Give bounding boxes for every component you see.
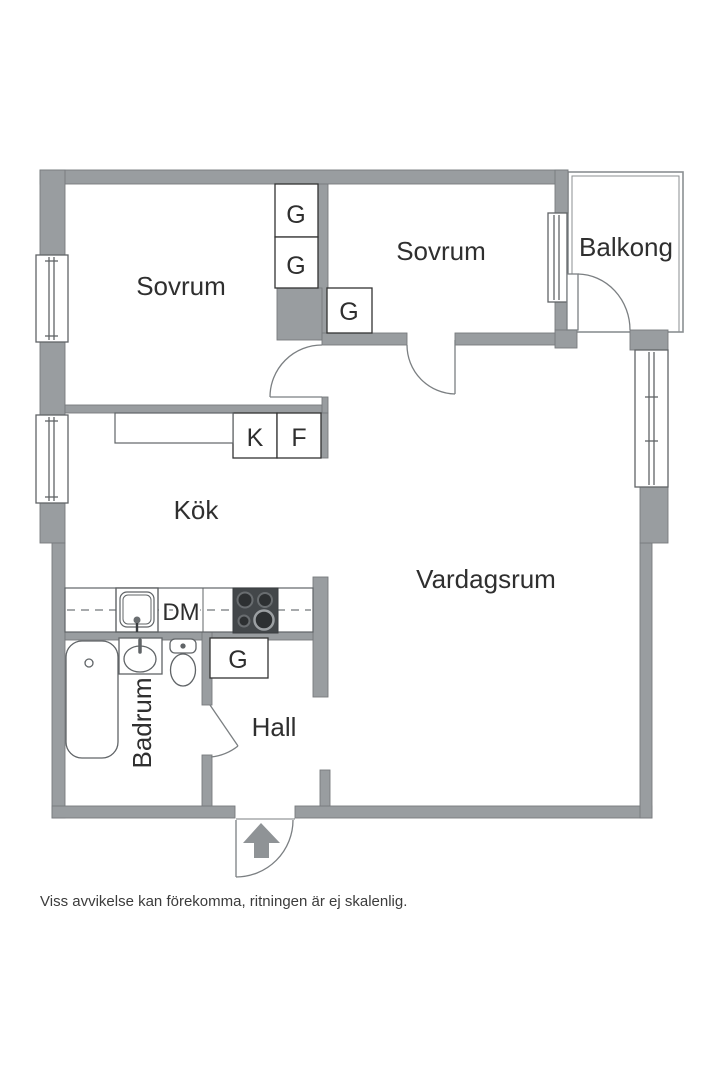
wall-segment-bottom-left xyxy=(51,805,236,819)
balcony-railing xyxy=(567,171,684,333)
wall-segment-right-upper-block xyxy=(629,329,669,351)
window-kitchen xyxy=(35,414,69,504)
window-frame xyxy=(547,212,568,303)
wall-segment-hall-east xyxy=(312,576,329,698)
door-leaf xyxy=(566,273,579,331)
wall-segment-left-lower xyxy=(51,542,66,819)
faucet-icon xyxy=(133,616,141,624)
footer-disclaimer: Viss avvikelse kan förekomma, ritningen … xyxy=(40,893,407,910)
wall-segment-kitchen-stub xyxy=(320,412,329,459)
wall-segment-bottom-right xyxy=(294,805,653,819)
bathtub-drain xyxy=(84,658,94,668)
wardrobe-3-box xyxy=(326,287,373,334)
room-label-hall: Hall xyxy=(252,712,297,742)
window-sovrum-1 xyxy=(35,254,69,343)
wardrobe-1-label: G xyxy=(286,201,305,229)
wall-segment-top xyxy=(39,169,569,185)
door-swing-arc xyxy=(235,819,294,878)
door-swing-arc xyxy=(406,344,456,395)
door-swing-arc xyxy=(577,273,631,331)
window-frame xyxy=(35,414,69,504)
room-label-vardagsrum: Vardagsrum xyxy=(416,564,556,594)
door-sovrum-1 xyxy=(269,344,323,398)
wall-segment-left-b xyxy=(39,341,66,416)
door-bathroom xyxy=(209,704,239,758)
door-swing-arc xyxy=(210,745,239,758)
wall-segment-balcony-jamb xyxy=(554,329,578,349)
kitchen-counter-upper xyxy=(114,412,234,444)
burner-icon xyxy=(237,614,251,628)
wardrobe-2-box xyxy=(274,236,319,289)
bathtub-outline xyxy=(65,640,119,759)
wall-segment-sovrum1-south xyxy=(64,404,323,414)
wardrobe-2-label: G xyxy=(286,252,305,280)
labels: Sovrum Sovrum Balkong Kök Vardagsrum Hal… xyxy=(40,201,673,910)
bathtub xyxy=(65,640,119,759)
room-label-sovrum-1: Sovrum xyxy=(136,271,226,301)
storage-units xyxy=(209,183,373,679)
doors xyxy=(209,273,631,878)
wall-segment-bathroom-east-b xyxy=(201,754,213,807)
window-vardagsrum xyxy=(634,349,669,488)
door-entrance xyxy=(235,818,295,878)
room-label-badrum: Badrum xyxy=(127,677,157,768)
wall-segment-right-lower xyxy=(639,542,653,819)
wall-segment-sovrum1-door-jamb xyxy=(321,396,329,414)
wall-segment-sovrum2-east-a xyxy=(554,169,569,214)
wall-segment-sovrum2-east-b xyxy=(554,301,569,331)
stove xyxy=(232,587,279,634)
kitchen-sink xyxy=(115,587,159,633)
balcony-inner-rail xyxy=(571,175,680,333)
wall-segment-left-a xyxy=(39,169,66,256)
wardrobe-hall-box xyxy=(209,637,269,679)
toilet-button xyxy=(180,643,186,649)
room-label-balkong: Balkong xyxy=(579,232,673,262)
door-leaf xyxy=(209,704,239,747)
door-sovrum-2 xyxy=(406,340,456,395)
dishwasher-label: DM xyxy=(162,599,199,626)
bathroom-fixtures xyxy=(65,637,197,759)
wall-segment-sovrum2-south-a xyxy=(321,332,408,346)
window-sovrum-2 xyxy=(547,212,568,303)
washbasin xyxy=(118,637,163,675)
freezer-label: F xyxy=(291,424,306,452)
window-frame xyxy=(634,349,669,488)
toilet xyxy=(169,638,197,687)
wardrobe-hall-label: G xyxy=(228,646,247,674)
walls xyxy=(39,169,669,819)
window-frame xyxy=(35,254,69,343)
burner-icon xyxy=(236,591,254,609)
wall-segment-sovrum2-south-b xyxy=(454,332,556,346)
wall-segment-right-block xyxy=(639,486,669,544)
toilet-bowl xyxy=(169,653,197,687)
wardrobe-3-label: G xyxy=(339,298,358,326)
door-swing-arc xyxy=(269,344,323,398)
burner-icon xyxy=(257,592,273,608)
wall-segment-left-c xyxy=(39,502,66,544)
windows xyxy=(35,212,669,504)
burner-large-icon xyxy=(253,609,275,631)
kitchen xyxy=(64,412,314,634)
entrance-arrow-icon xyxy=(243,823,280,858)
freezer-box xyxy=(276,412,322,459)
door-balcony xyxy=(566,273,631,331)
room-label-kok: Kök xyxy=(174,495,220,525)
fridge-label: K xyxy=(247,424,264,452)
room-label-sovrum-2: Sovrum xyxy=(396,236,486,266)
wall-segment-closet-block xyxy=(276,287,323,341)
wall-segment-hall-stub xyxy=(319,769,331,807)
